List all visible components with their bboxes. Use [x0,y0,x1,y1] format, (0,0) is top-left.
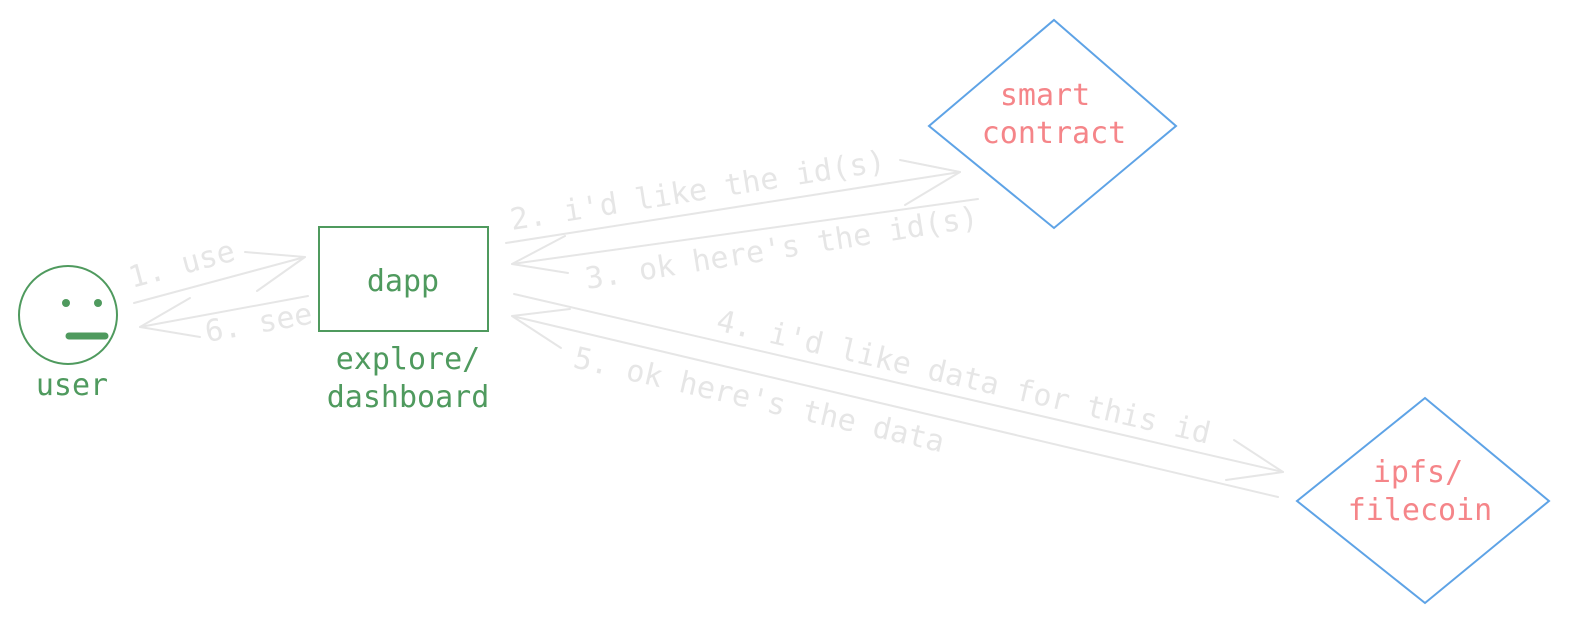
dapp-caption-line2: dashboard [327,380,490,415]
ipfs-node: ipfs/ filecoin [1295,396,1551,605]
smart-contract-label-line2: contract [982,116,1127,151]
ipfs-label-line1: ipfs/ [1373,455,1463,490]
user-right-eye [94,299,102,307]
dapp-label: dapp [367,264,439,299]
smart-contract-diamond [927,18,1178,230]
edges [133,159,1284,498]
dapp-node: dapp explore/ dashboard [318,226,490,415]
edge-use-arrow [133,251,306,304]
edge-request-data-arrow [513,293,1284,481]
smart-contract-node: smart contract [927,18,1178,230]
edge-return-data-arrow [511,308,1279,498]
user-node: user [18,265,118,403]
smart-contract-label-line1: smart [1000,78,1090,113]
edge-return-ids-arrow [511,198,979,274]
user-label: user [36,368,108,403]
dapp-box [318,226,489,332]
user-face-icon [18,265,118,365]
ipfs-label-line2: filecoin [1348,493,1493,528]
edge-request-ids-arrow [505,159,961,244]
edge-label-see: 6. see [202,297,315,350]
edge-see-arrow [139,295,309,338]
dapp-caption-line1: explore/ [336,342,481,377]
ipfs-diamond [1295,396,1551,605]
user-left-eye [62,299,70,307]
edge-label-request-data: 4. i'd like data for this id [713,304,1214,452]
edge-label-use: 1. use [125,234,239,296]
